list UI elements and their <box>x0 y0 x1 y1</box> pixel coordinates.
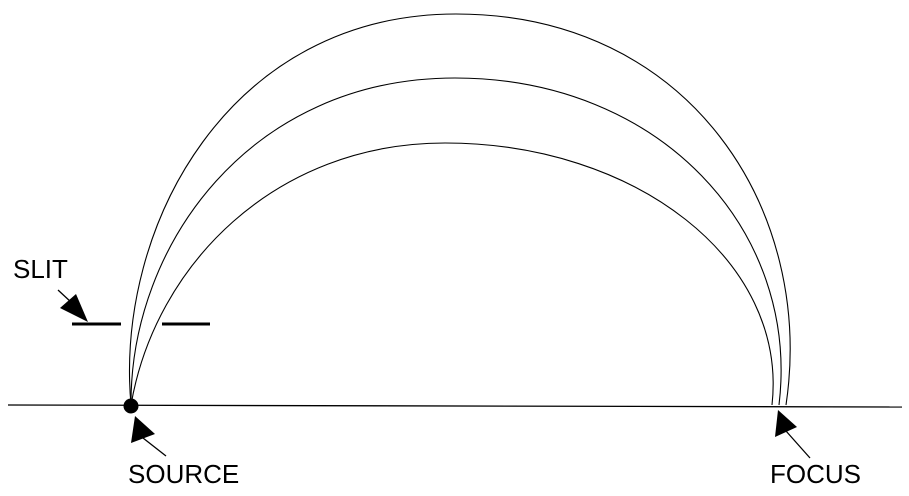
trajectory-arc-middle <box>130 77 782 406</box>
slit-label: SLIT <box>13 254 68 284</box>
source-arrow-shaft <box>142 437 167 457</box>
source-label: SOURCE <box>128 459 239 489</box>
trajectory-arc-outer <box>129 13 791 406</box>
focus-arrowhead <box>775 410 797 437</box>
slit-arrowhead <box>60 294 88 322</box>
source-arrowhead <box>131 416 155 443</box>
baseline <box>7 404 903 408</box>
trajectory-arc-inner <box>130 142 774 406</box>
focus-arrow-shaft <box>785 430 811 459</box>
focus-label: FOCUS <box>770 459 861 489</box>
source-point <box>123 398 139 414</box>
